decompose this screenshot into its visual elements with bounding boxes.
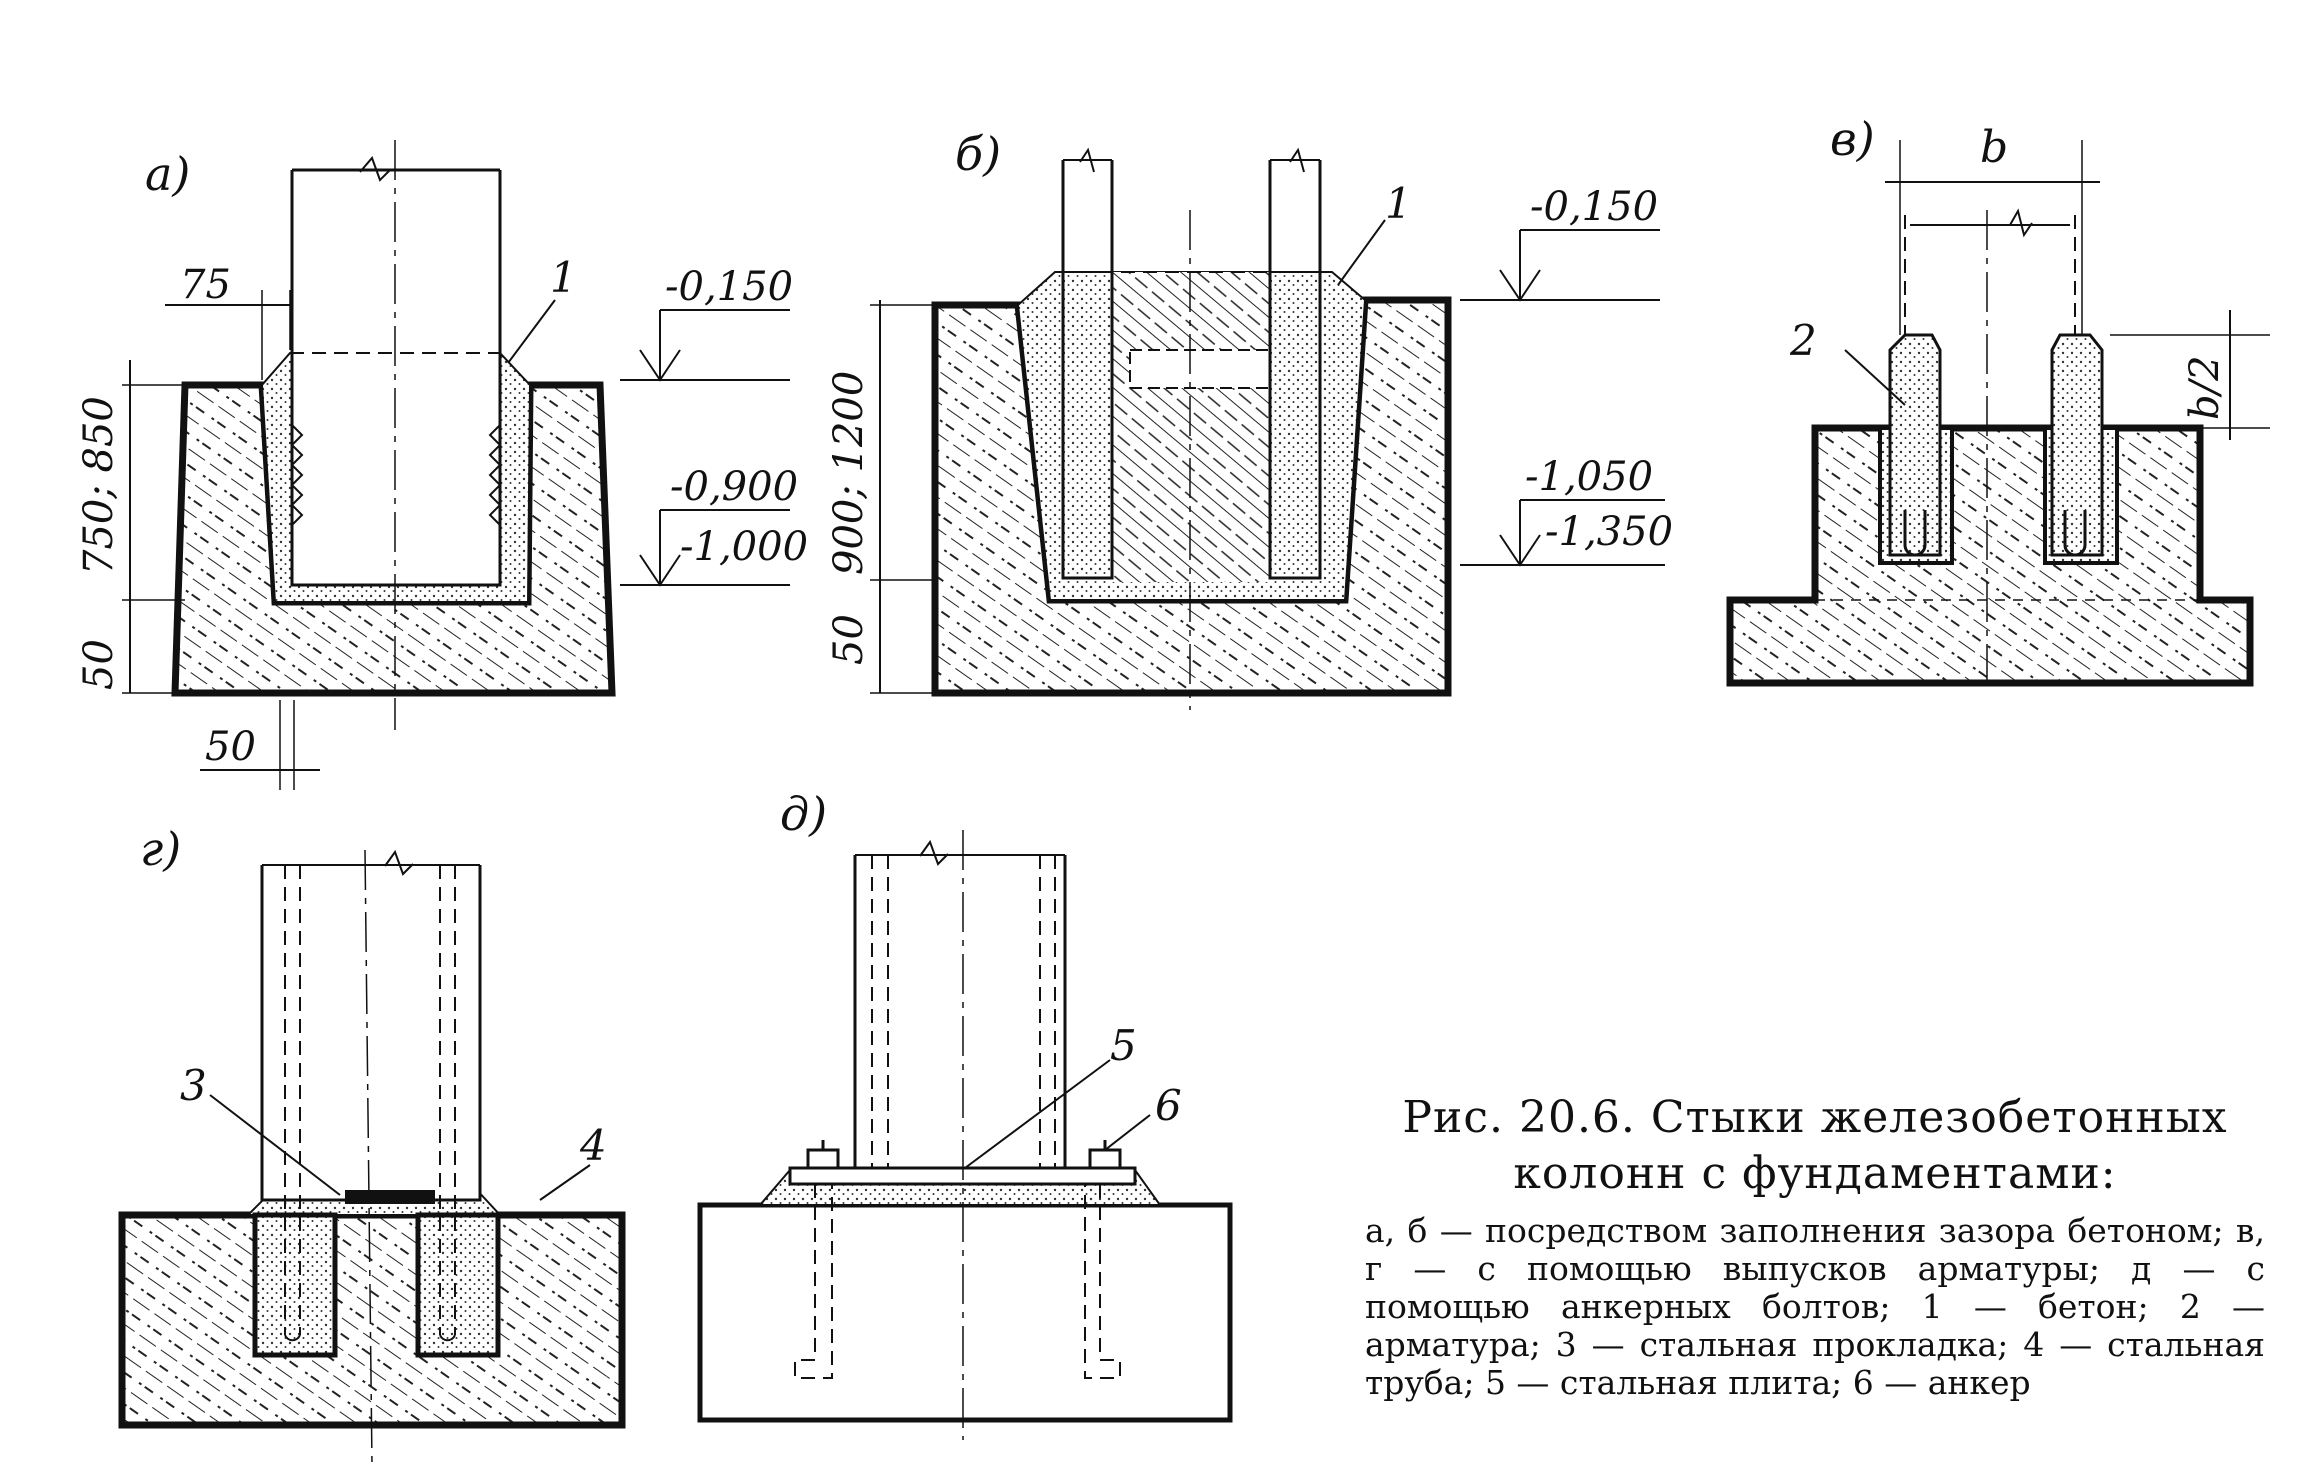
panel-d: д) 5 6	[697, 787, 1233, 1440]
panel-v-label: в)	[1830, 112, 1875, 166]
caption-body: а, б — посредством заполнения зазора бет…	[1365, 1211, 2265, 1402]
panel-b-dim-vertical: 900; 1200	[826, 371, 872, 575]
panel-v-callout-2: 2	[1789, 316, 1817, 365]
panel-a-dim-top: 75	[180, 262, 231, 308]
panel-b-callout-1: 1	[1385, 179, 1412, 228]
panel-b: б) 900; 1200 50 1 -0,150 -1,050 -1,350	[826, 127, 1673, 710]
panel-v-dim-half: b/2	[2182, 355, 2228, 420]
panel-g: г) 3 4	[118, 822, 626, 1466]
panel-g-callout-3: 3	[180, 1061, 207, 1110]
panel-a-label: а)	[145, 147, 190, 201]
panel-b-dim-base: 50	[826, 614, 872, 665]
panel-v: в) b b/2 2	[1726, 112, 2270, 690]
panel-d-label: д)	[780, 787, 827, 841]
panel-b-core	[1112, 272, 1270, 582]
panel-a-level-2: -0,900	[670, 464, 798, 510]
panel-g-label: г)	[140, 822, 181, 876]
panel-b-level-3: -1,350	[1545, 509, 1673, 555]
panel-a: а) 750; 850 50 75 50 1 -0,	[76, 140, 808, 790]
caption-title: Рис. 20.6. Стыки железобетонных колонн с…	[1402, 1092, 2228, 1199]
panel-v-dim-width: b	[1980, 122, 2008, 173]
panel-a-callout-1: 1	[550, 253, 577, 302]
panel-a-dim-vertical: 750; 850	[76, 396, 122, 575]
panel-a-dim-base: 50	[76, 639, 122, 690]
panel-g-column	[260, 865, 482, 1202]
panel-a-level-1: -0,150	[665, 264, 793, 310]
figure-caption: Рис. 20.6. Стыки железобетонных колонн с…	[1365, 1090, 2265, 1402]
panel-a-column	[290, 170, 502, 587]
panel-g-foundation	[118, 1211, 626, 1429]
panel-v-bar-right	[2050, 333, 2104, 557]
panel-b-level-1: -0,150	[1530, 184, 1658, 230]
panel-b-level-2: -1,050	[1525, 454, 1653, 500]
panel-d-callout-6: 6	[1155, 1081, 1182, 1130]
panel-d-column	[853, 855, 1067, 1170]
panel-v-foundation	[1726, 424, 2254, 687]
panel-b-column-left	[1061, 160, 1114, 580]
panel-a-dim-gap: 50	[205, 724, 256, 770]
panel-b-column-right	[1268, 160, 1322, 580]
panel-b-label: б)	[955, 127, 1001, 181]
panel-d-foundation	[697, 1202, 1233, 1423]
panel-v-bar-left	[1888, 333, 1942, 557]
panel-g-callout-4: 4	[579, 1121, 607, 1170]
panel-a-level-3: -1,000	[680, 524, 808, 570]
panel-d-callout-5: 5	[1110, 1021, 1137, 1070]
